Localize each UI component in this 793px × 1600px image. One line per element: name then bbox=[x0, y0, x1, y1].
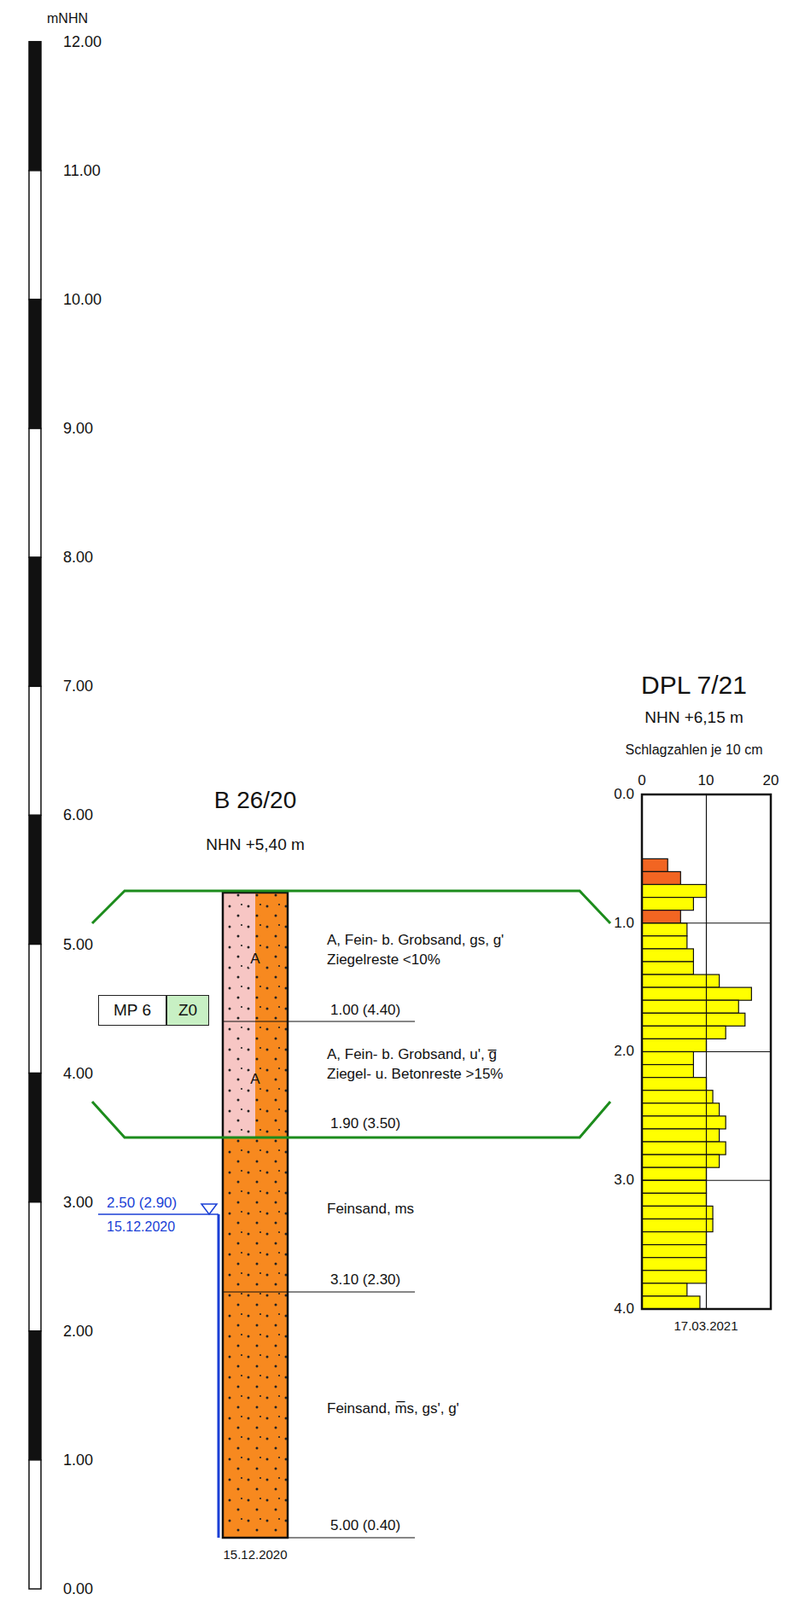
layer-description: A, Fein- b. Grobsand, u', g̅ bbox=[326, 1046, 497, 1064]
borehole-elevation: NHN +5,40 m bbox=[205, 835, 305, 855]
height-label: 10.00 bbox=[63, 291, 102, 310]
blow-count-tick: 20 bbox=[763, 772, 780, 790]
height-label: 12.00 bbox=[63, 32, 102, 51]
layer-description: Feinsand, m̅s, gs', g' bbox=[326, 1400, 460, 1418]
depth-tick: 4.0 bbox=[613, 1300, 635, 1318]
probe-elevation: NHN +6,15 m bbox=[644, 708, 744, 728]
depth-tick: 3.0 bbox=[613, 1172, 635, 1190]
depth-label: 3.10 (2.30) bbox=[330, 1271, 401, 1289]
fill-symbol: A bbox=[248, 950, 262, 968]
height-label: 0.00 bbox=[63, 1580, 94, 1599]
water-level-date: 15.12.2020 bbox=[106, 1219, 175, 1236]
height-label: 1.00 bbox=[63, 1451, 94, 1470]
box-text: Z0 bbox=[178, 1001, 198, 1021]
height-label: 11.00 bbox=[63, 162, 101, 181]
fill-symbol: A bbox=[248, 1071, 262, 1089]
axis-title: Schlagzahlen je 10 cm bbox=[625, 742, 764, 759]
height-label: 6.00 bbox=[63, 806, 94, 825]
depth-label: 5.00 (0.40) bbox=[330, 1517, 401, 1535]
depth-tick: 1.0 bbox=[613, 915, 635, 933]
groundwater-level bbox=[98, 1204, 219, 1539]
boring-date: 15.12.2020 bbox=[222, 1547, 287, 1563]
height-scale bbox=[29, 41, 41, 1590]
height-label: 7.00 bbox=[63, 677, 94, 696]
height-label: 8.00 bbox=[63, 548, 94, 567]
layer-description: A, Fein- b. Grobsand, gs, g' bbox=[326, 932, 504, 950]
depth-label: 1.90 (3.50) bbox=[330, 1115, 401, 1133]
depth-tick: 2.0 bbox=[613, 1043, 635, 1061]
probe-date: 17.03.2021 bbox=[673, 1318, 738, 1334]
depth-tick: 0.0 bbox=[613, 786, 635, 804]
depth-label: 1.00 (4.40) bbox=[330, 1002, 401, 1020]
blow-count-tick: 10 bbox=[698, 772, 715, 790]
layer-description: Ziegelreste <10% bbox=[326, 951, 441, 969]
layer-description: Ziegel- u. Betonreste >15% bbox=[326, 1066, 503, 1084]
axis-unit: mNHN bbox=[46, 11, 88, 27]
probe-name: DPL 7/21 bbox=[641, 670, 747, 701]
water-level-label: 2.50 (2.90) bbox=[106, 1195, 177, 1213]
borehole-name: B 26/20 bbox=[214, 787, 298, 815]
box-text: MP 6 bbox=[113, 1001, 152, 1021]
layer-description: Feinsand, ms bbox=[326, 1201, 414, 1219]
height-label: 9.00 bbox=[63, 419, 94, 438]
blow-count-tick: 0 bbox=[637, 772, 646, 790]
sample-box: MP 6 bbox=[98, 995, 167, 1027]
classification-box: Z0 bbox=[166, 995, 210, 1027]
excavation-outline bbox=[92, 891, 611, 1138]
height-label: 4.00 bbox=[63, 1064, 94, 1083]
height-label: 5.00 bbox=[63, 935, 94, 954]
borehole-column bbox=[222, 892, 415, 1539]
height-label: 2.00 bbox=[63, 1322, 94, 1341]
height-label: 3.00 bbox=[63, 1193, 94, 1212]
penetration-chart bbox=[641, 794, 771, 1310]
